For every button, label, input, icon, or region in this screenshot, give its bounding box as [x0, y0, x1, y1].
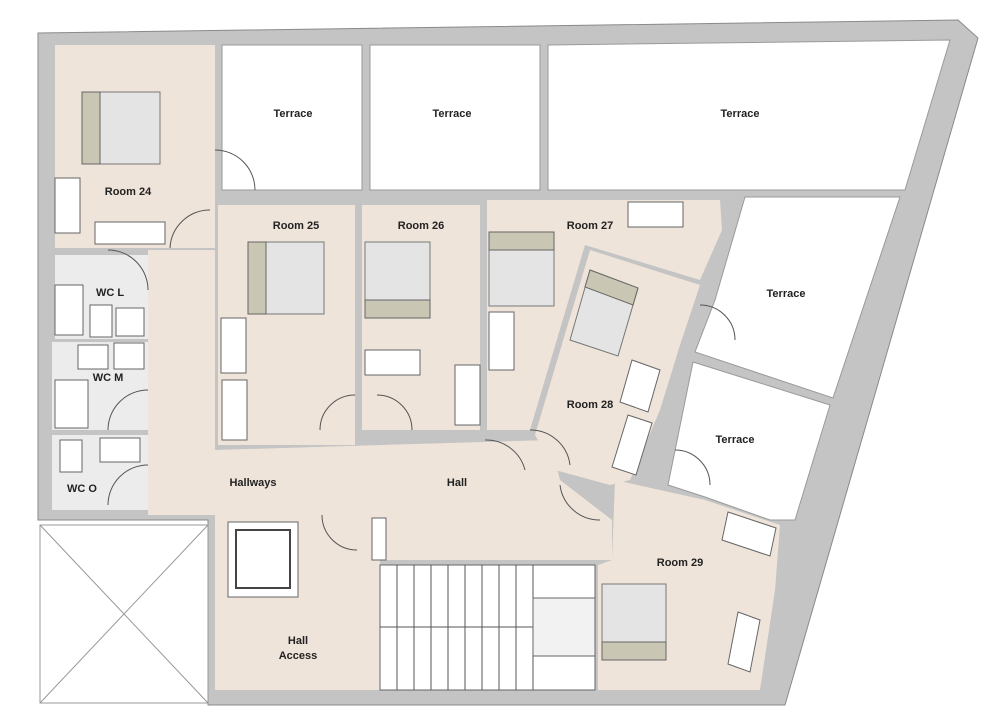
- label-room-24: Room 24: [105, 186, 152, 198]
- terrace-5: [667, 361, 831, 521]
- terrace-4: [694, 196, 901, 399]
- label-terrace-4: Terrace: [767, 288, 806, 300]
- label-wc-m: WC M: [93, 372, 124, 384]
- label-room-26: Room 26: [398, 220, 444, 232]
- terrace-2: [369, 44, 541, 191]
- doors: [107, 149, 736, 551]
- label-terrace-5: Terrace: [716, 434, 755, 446]
- label-hallways: Hallways: [229, 477, 276, 489]
- label-wc-o: WC O: [67, 483, 97, 495]
- terrace-3: [547, 39, 951, 191]
- label-room-25: Room 25: [273, 220, 319, 232]
- stair-steps: [380, 565, 596, 690]
- furniture: [54, 177, 777, 673]
- label-hall: Hall: [447, 477, 467, 489]
- beds: [81, 91, 667, 661]
- label-room-29: Room 29: [657, 557, 703, 569]
- label-room-27: Room 27: [567, 220, 613, 232]
- terrace-1: [221, 44, 363, 191]
- room-28-floor: [535, 250, 700, 485]
- label-terrace-1: Terrace: [274, 108, 313, 120]
- label-room-28: Room 28: [567, 399, 613, 411]
- label-terrace-3: Terrace: [721, 108, 760, 120]
- label-hall-access-2: Access: [279, 650, 318, 662]
- label-wc-l: WC L: [96, 287, 124, 299]
- label-hall-access-1: Hall: [288, 635, 308, 647]
- hallway-floor: [148, 250, 612, 560]
- label-terrace-2: Terrace: [433, 108, 472, 120]
